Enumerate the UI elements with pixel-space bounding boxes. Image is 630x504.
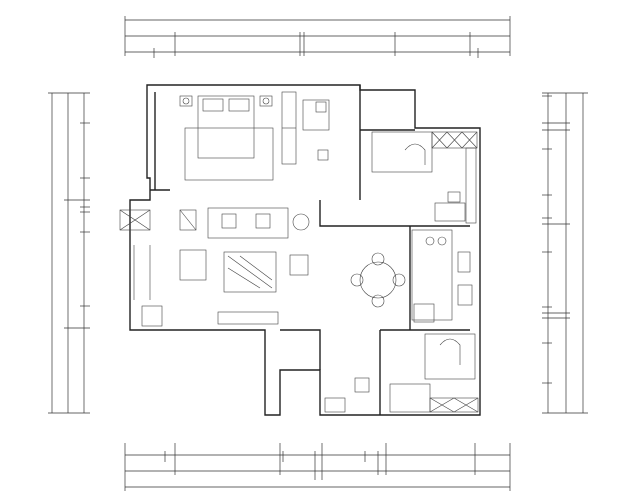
right-dimensions	[542, 92, 588, 414]
tv-cabinet	[217, 311, 279, 325]
bottom-dimensions	[124, 443, 511, 491]
furniture	[119, 91, 479, 413]
dining-table	[359, 261, 397, 299]
bedroom-rug	[184, 127, 274, 181]
coffee-table	[223, 251, 277, 293]
sofa	[207, 207, 289, 239]
left-dimensions	[48, 92, 90, 414]
top-dimensions	[124, 16, 511, 58]
kitchen-counter	[411, 229, 453, 321]
armchair	[179, 249, 207, 281]
bed	[197, 95, 255, 159]
walls	[129, 84, 481, 416]
